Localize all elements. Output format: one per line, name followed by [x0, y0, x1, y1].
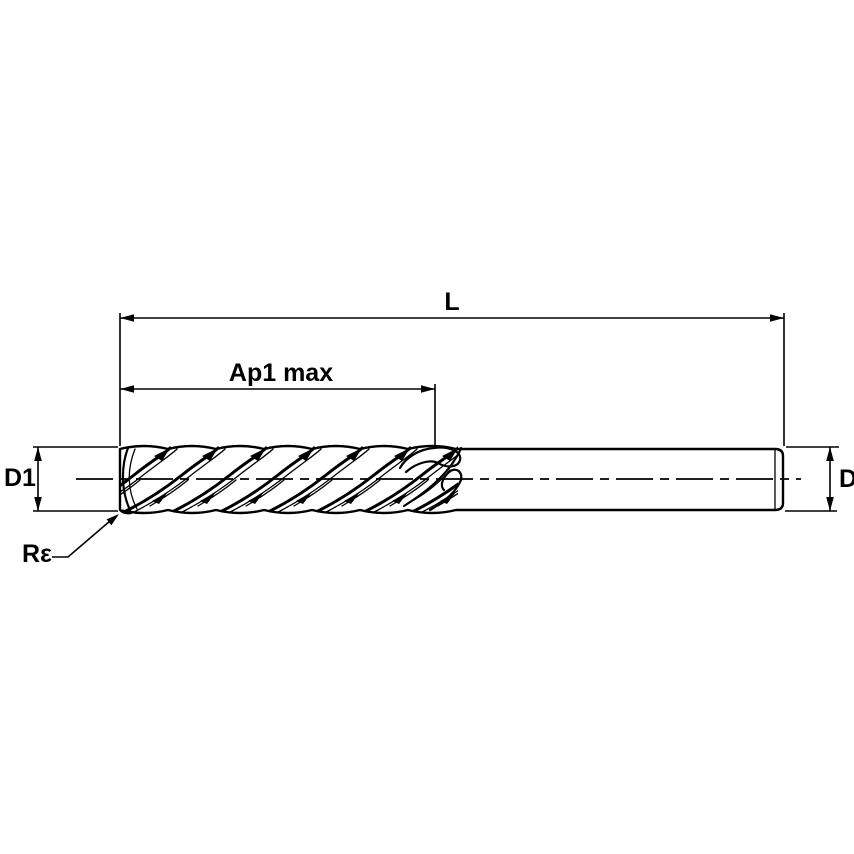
- dim-cutting-length: Ap1 max: [120, 359, 436, 447]
- dim-corner-radius: Rε: [22, 514, 119, 568]
- dim-cutting-diameter: D1: [4, 446, 118, 512]
- flute-section: [119, 446, 458, 514]
- label-shank-diameter: D: [839, 465, 854, 493]
- label-overall-length: L: [444, 288, 459, 316]
- dim-overall-length: L: [119, 288, 785, 446]
- tip-end-teeth: [119, 446, 138, 515]
- flute-runout-loops: [398, 446, 463, 512]
- label-cutting-diameter: D1: [4, 464, 36, 492]
- tool-silhouette: [118, 444, 785, 515]
- label-corner-radius: Rε: [22, 540, 52, 568]
- tool-body: [76, 444, 801, 515]
- dim-shank-diameter: D: [785, 446, 854, 512]
- label-cutting-length: Ap1 max: [229, 359, 333, 387]
